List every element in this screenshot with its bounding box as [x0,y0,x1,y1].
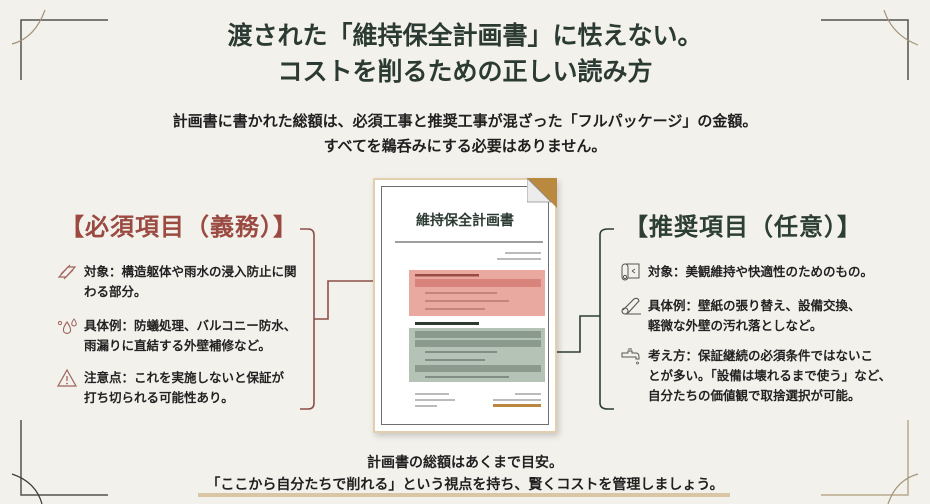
recommended-item-target-text: 対象：美観維持や快適性のためのもの。 [648,264,874,279]
title-line-1: 渡された「維持保全計画書」に怯えない。 [227,21,703,50]
mandatory-item-target: 対象：構造躯体や雨水の浸入防止に関 わる部分。 [56,262,297,302]
corner-ornament-bottom-right [821,420,919,504]
lead-line-2: すべてを鵜呑みにする必要はありません。 [323,137,607,155]
faucet-icon [621,348,640,365]
mandatory-item-caution-text: 注意点：これを実施しないと保証が 打ち切られる可能性あり。 [84,370,285,405]
document-title: 維持保全計画書 [416,213,514,229]
document-body-lines [395,241,545,407]
mandatory-item-caution: 注意点：これを実施しないと保証が 打ち切られる可能性あり。 [56,368,284,408]
steel-beam-icon [57,264,77,280]
lead-line-1: 計画書に書かれた総額は、必須工事と推奨工事が混ざった「フルパッケージ」の金額。 [172,112,758,130]
mandatory-heading: 【必須項目（義務）】 [60,212,298,241]
mandatory-item-target-text: 対象：構造躯体や雨水の浸入防止に関 わる部分。 [84,264,297,299]
corner-ornament-top-left [11,9,108,80]
page-title: 渡された「維持保全計画書」に怯えない。 コストを削るための正しい読み方 [0,18,930,90]
mandatory-bracket-connector [300,228,380,410]
recommended-bracket-connector [548,228,614,410]
recommended-item-approach-text: 考え方：保証継続の必須条件ではないこ とが多い。「設備は壊れるまで使う」など、 … [648,348,892,403]
recommended-item-example-text: 具体例：壁紙の張り替え、設備交換、 軽微な外壁の汚れ落としなど。 [648,298,861,333]
corner-ornament-top-right [821,9,919,80]
maintenance-plan-document: 維持保全計画書 [373,178,557,433]
recommended-item-example: 具体例：壁紙の張り替え、設備交換、 軽微な外壁の汚れ落としなど。 [620,296,861,336]
recommended-item-target: 対象：美観維持や快適性のためのもの。 [620,262,873,282]
recommended-item-approach: 考え方：保証継続の必須条件ではないこ とが多い。「設備は壊れるまで使う」など、 … [620,346,891,406]
title-line-2: コストを削るための正しい読み方 [277,57,653,86]
footer-message: 計画書の総額はあくまで目安。 「ここから自分たちで削れる」という視点を持ち、賢く… [0,452,930,496]
mandatory-item-example: 具体例：防蟻処理、バルコニー防水、 雨漏りに直結する外壁補修など。 [56,316,296,356]
mandatory-item-example-text: 具体例：防蟻処理、バルコニー防水、 雨漏りに直結する外壁補修など。 [84,318,297,353]
water-drops-icon [57,318,77,335]
folded-corner-icon [527,178,557,208]
document-frame [381,186,549,425]
warning-icon [56,368,78,387]
footer-line-2: 「ここから自分たちで削れる」という視点を持ち、賢くコストを管理しましょう。 [206,477,724,493]
wallpaper-roll-icon [621,263,640,281]
roller-icon [621,297,641,315]
footer-underline [198,493,730,497]
corner-ornament-bottom-left [11,420,108,504]
recommended-heading: 【推奨項目（任意）】 [624,212,862,241]
lead-text: 計画書に書かれた総額は、必須工事と推奨工事が混ざった「フルパッケージ」の金額。 … [0,109,930,159]
footer-line-1: 計画書の総額はあくまで目安。 [367,455,563,471]
